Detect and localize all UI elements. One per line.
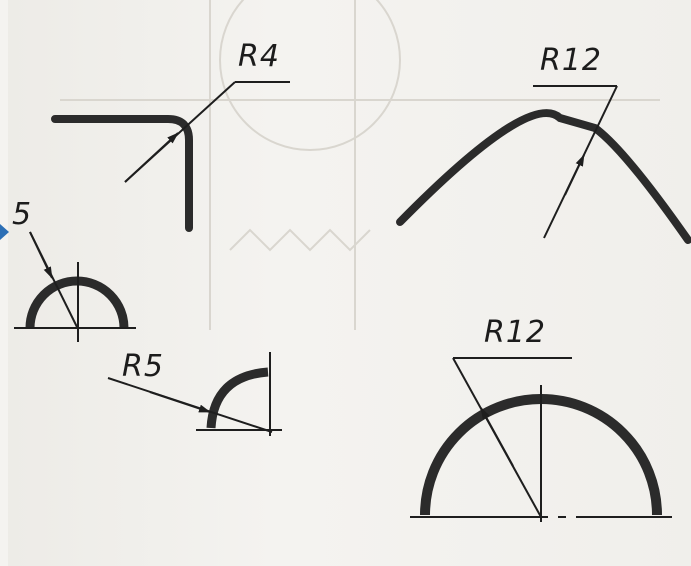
figure-r5-quarter — [107, 352, 282, 436]
label-r12-top: R12 — [540, 43, 603, 78]
figure-r12-semicircle — [410, 357, 672, 522]
left-edge-marker-icon — [0, 224, 9, 240]
corner-bend-line — [51, 115, 193, 232]
r4-arrow — [124, 132, 179, 183]
quarter-arc — [206, 367, 269, 429]
label-5: 5 — [12, 197, 33, 232]
small-arrow — [29, 231, 53, 279]
label-r12-bottom: R12 — [484, 315, 547, 350]
wide-arc-line — [396, 109, 691, 244]
label-r4: R4 — [238, 39, 280, 74]
r12-top-arrow — [564, 154, 585, 196]
label-r5: R5 — [122, 349, 164, 384]
r5-arrow — [149, 391, 211, 413]
figure-small-semicircle — [0, 224, 136, 342]
figure-r4-corner — [51, 81, 290, 232]
r12-bottom-arrow — [480, 407, 514, 467]
figure-r12-arc — [396, 85, 691, 244]
background-faint-lines — [60, 0, 660, 330]
